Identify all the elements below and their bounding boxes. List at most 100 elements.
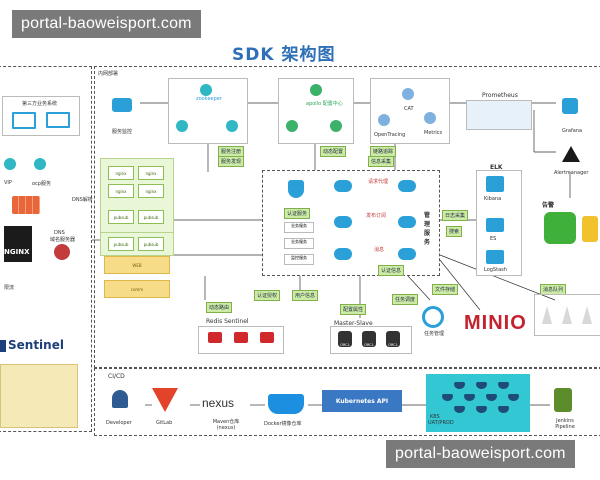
k8s-container-2 (476, 382, 487, 389)
gateway-cell-3: nginx (108, 184, 134, 198)
vip-icon (4, 158, 16, 170)
rocket-icon-3 (582, 306, 592, 324)
apollo-label: apollo 配置中心 (306, 101, 343, 107)
alertmanager-icon (562, 146, 580, 162)
label-task-schedule: 任务调度 (392, 294, 419, 305)
label-service-discovery: 服务发现 (218, 156, 245, 167)
task-manage-label: 任务管理 (424, 331, 445, 337)
prometheus-label: Prometheus (482, 92, 518, 99)
redis-icon-2 (234, 332, 248, 343)
module-label-3: 业务服务 (284, 238, 314, 249)
apollo-node-left (286, 120, 298, 132)
dns-label: DNS (54, 230, 65, 236)
redis-icon-1 (208, 332, 222, 343)
zk-node-right (226, 120, 238, 132)
cat-icon (402, 88, 414, 100)
label-search: 搜索 (446, 226, 463, 237)
k8s-container-9 (476, 406, 487, 413)
k8s-container-8 (454, 406, 465, 413)
label-info-collect: 信息采集 (368, 156, 395, 167)
redis-box (198, 326, 284, 354)
module-label-1: 认证服务 (284, 208, 311, 219)
label-file-store: 文件存储 (432, 284, 459, 295)
alarm-label: 告警 (542, 202, 555, 209)
oracle-box (330, 326, 412, 354)
sms-icon (582, 216, 598, 242)
wechat-icon (544, 212, 576, 244)
firewall-icon (12, 196, 40, 214)
dns-server-icon (54, 244, 70, 260)
label-dynamic-route: 动态路由 (206, 302, 233, 313)
flow-label: 限流 (4, 285, 15, 291)
metrics-icon (424, 112, 436, 124)
service-monitor-label: 服务监控 (112, 129, 133, 135)
opentracing-icon (378, 114, 390, 126)
web-cell: WEB (104, 256, 170, 274)
mq-box (534, 294, 600, 336)
es-label: ES (490, 236, 497, 242)
label-dynamic-config: 动态配置 (320, 146, 347, 157)
k8s-container-4 (442, 394, 453, 401)
es-icon (486, 218, 504, 232)
cloud-4 (398, 216, 416, 228)
third-party-box (2, 96, 80, 136)
k8s-container-6 (486, 394, 497, 401)
k8s-container-3 (498, 382, 509, 389)
gateway-cell-1: nginx (108, 166, 134, 180)
laptop-icon (46, 112, 70, 128)
logstash-icon (486, 250, 504, 264)
cloud-3 (334, 216, 352, 228)
kibana-label: Kibana (484, 196, 502, 202)
docker-label: Docker镜像仓库 (264, 421, 302, 427)
oracle-icon-3: ORCL (386, 331, 400, 347)
maven-label: Maven仓库 (nexus) (212, 419, 240, 431)
comm-cell: comm (104, 280, 170, 298)
k8s-env-label: UAT/PROD (428, 420, 454, 426)
redis-sentinel-label: Redis Sentinel (206, 318, 249, 325)
gateway-cell-8: pubsub (138, 237, 164, 251)
k8s-label: K8S (430, 414, 440, 420)
rocket-icon-2 (562, 306, 572, 324)
intranet-label: 内网部署 (98, 71, 119, 77)
alertmanager-label: Alertmanager (554, 170, 589, 176)
logstash-label: LogStash (484, 267, 507, 273)
watermark-bottom: portal-baoweisport.com (386, 440, 575, 468)
k8s-container-10 (498, 406, 509, 413)
dns-sub-label: 域名服务器 (50, 237, 76, 243)
cloud-6 (398, 248, 416, 260)
grafana-icon (562, 98, 578, 114)
zk-node-left (176, 120, 188, 132)
minio-logo: MINIO (464, 312, 527, 334)
oracle-icon-2: ORCL (362, 331, 376, 347)
cat-label: CAT (404, 106, 414, 112)
zookeeper-label: zookeeper (196, 96, 222, 102)
cloud-2 (398, 180, 416, 192)
publish-subscribe-label: 发布订阅 (366, 213, 387, 219)
cicd-frame (94, 368, 600, 436)
module-label-4: 监控服务 (284, 254, 314, 265)
developer-icon (112, 390, 128, 408)
apollo-box (278, 78, 354, 144)
gateway-cell-2: nginx (138, 166, 164, 180)
apollo-node-top (310, 84, 322, 96)
apollo-node-right (330, 120, 342, 132)
left-panel (0, 66, 92, 432)
oracle-icon-1: ORCL (338, 331, 352, 347)
developer-label: Developer (106, 420, 132, 426)
watermark-top: portal-baoweisport.com (12, 10, 201, 38)
sdk-shield-icon (288, 180, 304, 198)
gitlab-icon (152, 388, 178, 412)
grafana-label: Grafana (562, 128, 583, 134)
nginx-label: NGINX (4, 248, 30, 256)
metrics-label: Metrics (424, 130, 443, 136)
label-user-info: 用户信息 (292, 290, 319, 301)
dns-parse-label: DNS解析 (72, 197, 93, 203)
cloud-1 (334, 180, 352, 192)
label-auth-grant: 认证授权 (254, 290, 281, 301)
manage-service-label: 管理服务 (424, 212, 431, 246)
jenkins-label: Jenkins Pipeline (555, 418, 575, 430)
cicd-label: CI/CD (108, 373, 125, 380)
label-log-collect: 日志采集 (442, 210, 469, 221)
diagram-title: SDK 架构图 (232, 45, 336, 65)
